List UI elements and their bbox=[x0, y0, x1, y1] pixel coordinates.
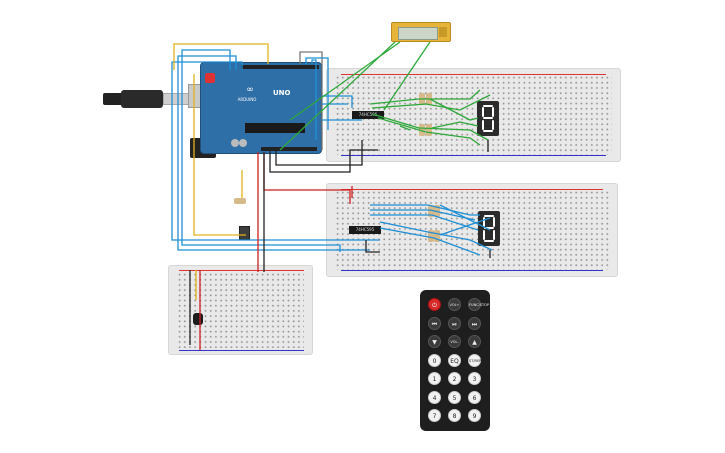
capacitor bbox=[239, 139, 247, 147]
digit-7-button[interactable]: 7 bbox=[428, 409, 441, 422]
digit-2-button[interactable]: 2 bbox=[448, 372, 461, 385]
digit-5-button[interactable]: 5 bbox=[448, 390, 461, 404]
power-rail bbox=[341, 189, 603, 190]
breadboard-holes bbox=[177, 272, 304, 348]
power-rail bbox=[341, 74, 606, 75]
digit-4-button[interactable]: 4 bbox=[428, 390, 441, 404]
analog-header[interactable] bbox=[261, 147, 317, 151]
digital-header[interactable] bbox=[241, 65, 319, 69]
atmega-chip bbox=[245, 123, 305, 133]
usb-plug-body[interactable] bbox=[121, 90, 163, 108]
prev-button[interactable]: ⏮ bbox=[428, 316, 441, 330]
reset-button[interactable] bbox=[205, 73, 215, 83]
usb-cable-end[interactable] bbox=[103, 93, 123, 105]
st-rept-button[interactable]: ST/REPT bbox=[468, 353, 483, 367]
resistor[interactable] bbox=[434, 230, 440, 242]
arduino-logo-icon: ∞ bbox=[246, 85, 254, 95]
resistor[interactable] bbox=[428, 230, 434, 242]
play-pause-button[interactable]: ⏯ bbox=[448, 316, 461, 330]
resistor[interactable] bbox=[426, 124, 432, 136]
arduino-logo-text: ARDUINO bbox=[237, 97, 257, 102]
ground-rail bbox=[341, 270, 603, 271]
seven-segment-display[interactable]: 8 bbox=[477, 101, 499, 136]
digit-0-button[interactable]: 0 bbox=[428, 353, 441, 367]
shift-register-chip[interactable]: 74HC595 bbox=[352, 111, 384, 119]
resistor[interactable] bbox=[419, 124, 425, 136]
lcd-pins bbox=[439, 27, 447, 37]
ground-rail bbox=[179, 350, 304, 351]
breadboard-small[interactable] bbox=[168, 265, 313, 355]
power-button[interactable]: ⏻ bbox=[428, 298, 441, 311]
arduino-uno-board[interactable]: ∞ ARDUINO UNO bbox=[200, 62, 322, 154]
board-model-label: UNO bbox=[273, 89, 291, 97]
digit-9-button[interactable]: 9 bbox=[468, 409, 481, 422]
func-stop-button[interactable]: FUNC/STOP bbox=[468, 298, 489, 311]
vol-up-button[interactable]: VOL+ bbox=[448, 298, 461, 311]
down-button[interactable]: ▼ bbox=[428, 335, 441, 348]
digit-3-button[interactable]: 3 bbox=[468, 372, 481, 385]
power-rail bbox=[179, 270, 304, 271]
digit-1-button[interactable]: 1 bbox=[428, 372, 441, 385]
lcd-screen bbox=[398, 27, 438, 40]
vol-down-button[interactable]: VOL- bbox=[448, 335, 461, 348]
shift-register-chip[interactable]: 74HC595 bbox=[349, 226, 381, 234]
eq-button[interactable]: EQ bbox=[448, 353, 461, 367]
ir-receiver-sensor[interactable] bbox=[193, 313, 203, 325]
digit-6-button[interactable]: 6 bbox=[468, 390, 481, 404]
ground-rail bbox=[341, 155, 606, 156]
resistor[interactable] bbox=[428, 205, 434, 217]
next-button[interactable]: ⏭ bbox=[468, 316, 481, 330]
breadboard-top[interactable] bbox=[326, 68, 621, 162]
digit-8-button[interactable]: 8 bbox=[448, 409, 461, 422]
lcd-display[interactable] bbox=[391, 22, 451, 42]
up-button[interactable]: ▲ bbox=[468, 335, 481, 348]
capacitor bbox=[231, 139, 239, 147]
